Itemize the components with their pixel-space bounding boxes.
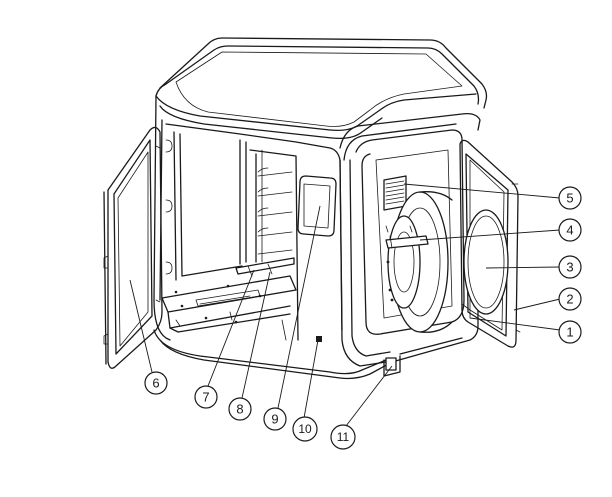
callout-4-label: 4 bbox=[566, 223, 573, 238]
callout-2: 2 bbox=[558, 287, 582, 311]
leader-11 bbox=[345, 365, 393, 427]
leader-10 bbox=[303, 339, 319, 419]
leader-8 bbox=[241, 271, 271, 399]
callout-11-label: 11 bbox=[337, 430, 350, 444]
right-door bbox=[459, 139, 521, 348]
leader-9 bbox=[277, 205, 321, 409]
callout-leaders bbox=[129, 183, 561, 427]
printer-body bbox=[153, 37, 488, 380]
callout-6: 6 bbox=[144, 371, 168, 395]
leader-3 bbox=[485, 266, 561, 269]
callout-2-label: 2 bbox=[566, 292, 573, 307]
callout-3-label: 3 bbox=[566, 260, 573, 275]
callout-6-label: 6 bbox=[152, 376, 159, 391]
leader-7 bbox=[207, 269, 255, 387]
left-door bbox=[103, 126, 163, 369]
build-chamber bbox=[161, 131, 337, 342]
leader-1 bbox=[469, 317, 561, 331]
callout-9-label: 9 bbox=[271, 412, 278, 427]
leader-6 bbox=[129, 279, 153, 373]
callout-5: 5 bbox=[558, 186, 582, 210]
callout-8: 8 bbox=[228, 397, 252, 421]
callout-5-label: 5 bbox=[566, 191, 573, 206]
spool-holder bbox=[383, 175, 453, 333]
callout-1-label: 1 bbox=[566, 325, 573, 340]
callout-4: 4 bbox=[558, 218, 582, 242]
leader-4 bbox=[419, 229, 561, 241]
callout-9: 9 bbox=[263, 407, 287, 431]
callout-8-label: 8 bbox=[236, 402, 243, 417]
leader-2 bbox=[513, 298, 561, 311]
leader-5 bbox=[403, 183, 561, 199]
callouts: 1 2 3 4 5 6 7 8 bbox=[144, 186, 582, 450]
callout-3: 3 bbox=[558, 255, 582, 279]
callout-10-label: 10 bbox=[298, 422, 312, 436]
callout-1: 1 bbox=[558, 320, 582, 344]
callout-7-label: 7 bbox=[202, 390, 209, 405]
callout-11: 11 bbox=[330, 424, 356, 450]
callout-10: 10 bbox=[292, 416, 318, 442]
callout-7: 7 bbox=[194, 385, 218, 409]
